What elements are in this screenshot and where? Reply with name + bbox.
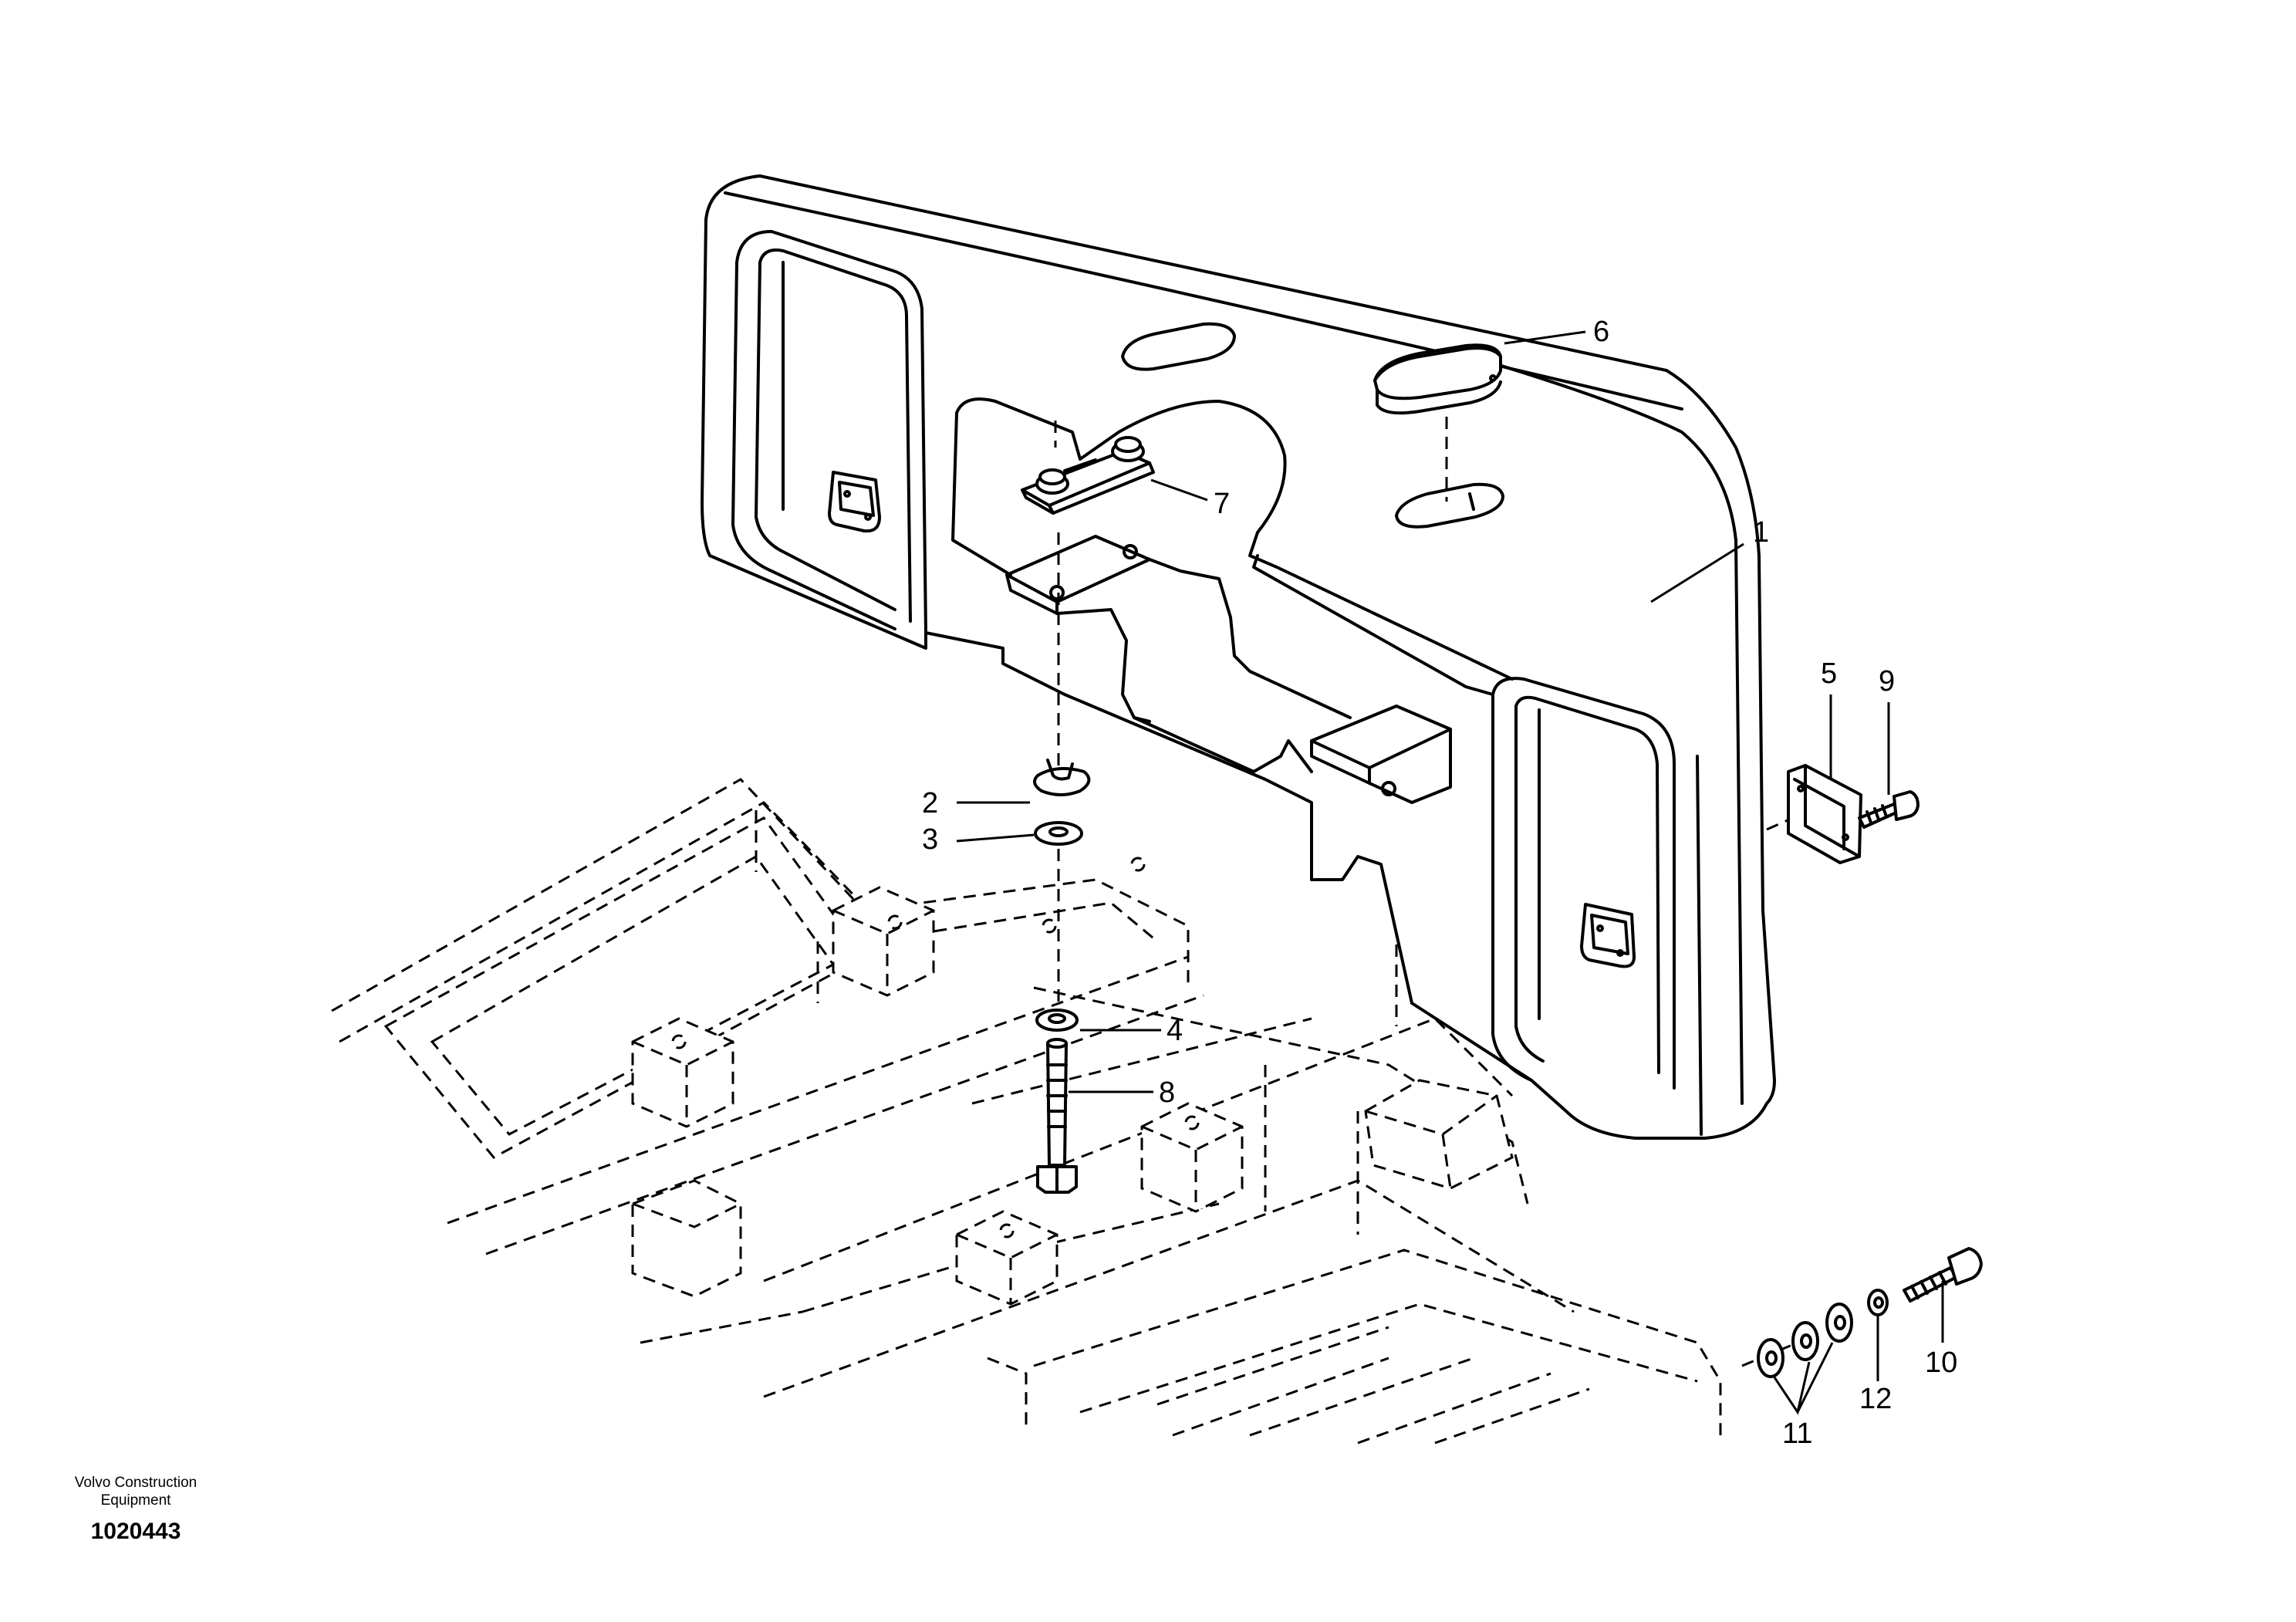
callout-6: 6 <box>1593 316 1609 348</box>
part-12-washer <box>1867 1289 1889 1316</box>
part-9-screw <box>1858 790 1920 829</box>
drawing-number: 1020443 <box>90 1519 181 1544</box>
callout-5: 5 <box>1821 657 1837 690</box>
part-10-bolt <box>1903 1247 1983 1303</box>
callout-10: 10 <box>1925 1347 1957 1379</box>
callout-7: 7 <box>1214 488 1230 520</box>
callout-9: 9 <box>1879 665 1895 698</box>
leader-1 <box>1650 542 1744 603</box>
callout-2: 2 <box>922 787 938 819</box>
leader-6 <box>1504 330 1586 345</box>
part-4-washer <box>1035 1009 1079 1032</box>
callout-8: 8 <box>1159 1076 1175 1109</box>
part-5-cover-plate <box>1787 764 1862 864</box>
callout-1: 1 <box>1753 516 1769 549</box>
part-2-u-washer <box>1033 759 1091 796</box>
publisher-name-line1: Volvo Construction <box>74 1475 198 1491</box>
callout-12: 12 <box>1859 1383 1892 1415</box>
callout-4: 4 <box>1167 1015 1183 1047</box>
part-8-bolt <box>1036 1038 1078 1194</box>
leader-3 <box>956 833 1035 843</box>
counterweight <box>701 174 1776 1140</box>
frame-blocks-dashed <box>631 857 1514 1306</box>
leader-11 <box>1773 1342 1834 1415</box>
callout-11: 11 <box>1782 1418 1812 1450</box>
part-6-plug <box>1373 343 1502 415</box>
part-7-strap-plate <box>1021 436 1155 515</box>
callout-3: 3 <box>922 823 938 856</box>
part-11-shims <box>1757 1303 1853 1378</box>
callout-labels: 1 2 3 4 5 6 7 8 9 10 11 12 <box>922 316 1957 1450</box>
publisher-name-line2: Equipment <box>100 1492 171 1509</box>
part-3-washer <box>1034 821 1083 846</box>
leader-7 <box>1150 478 1208 502</box>
leader-lines <box>956 330 1944 1415</box>
